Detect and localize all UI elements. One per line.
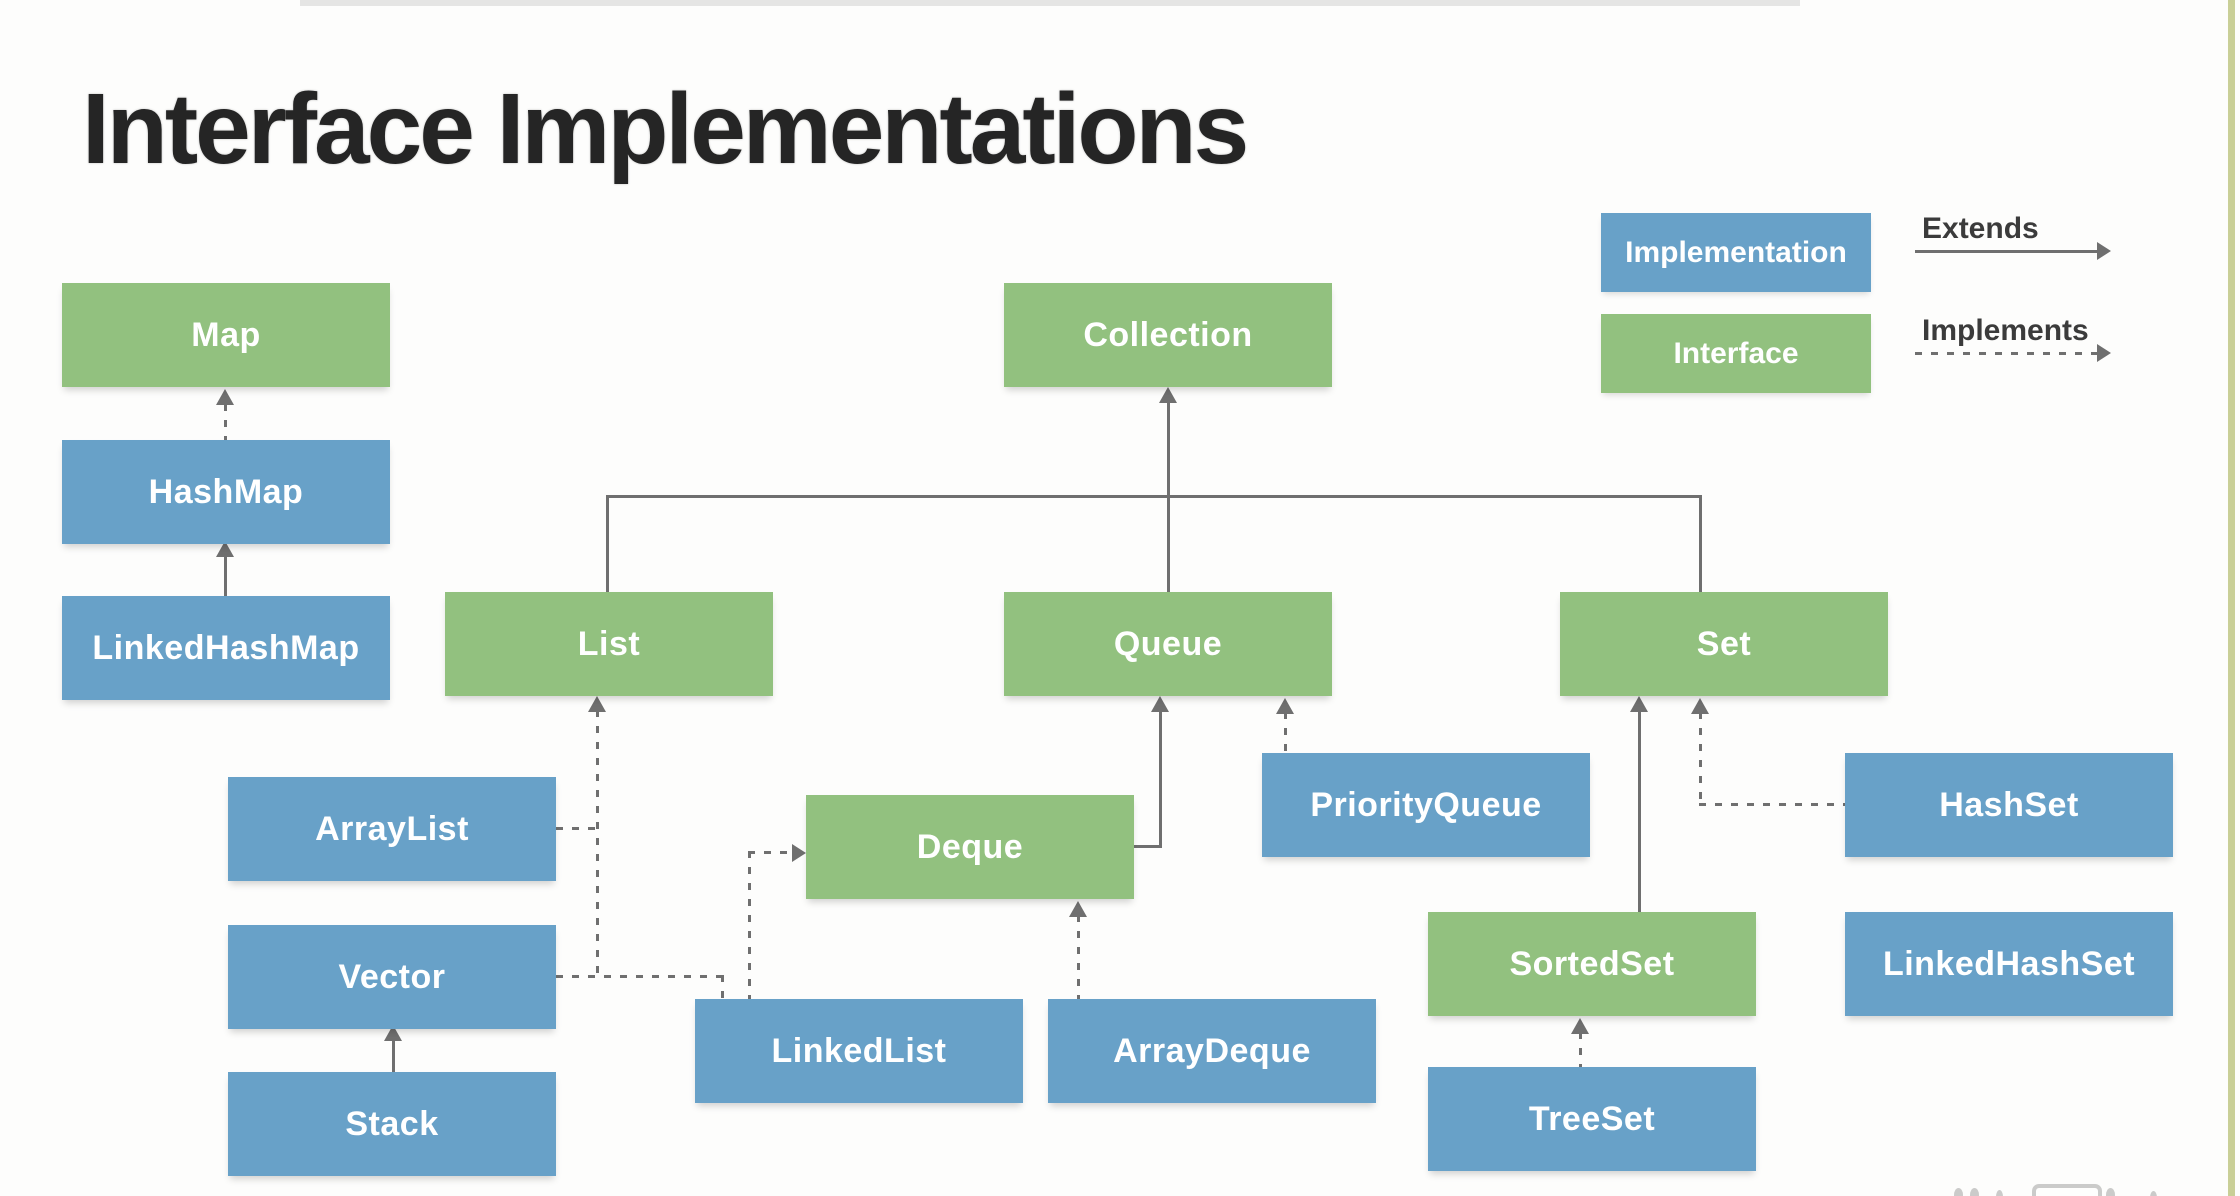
edge-set-extends-collection <box>1699 495 1702 592</box>
node-map: Map <box>62 283 390 387</box>
edge-hashset-implements-set-vertical <box>1699 712 1702 806</box>
top-edge-artifact <box>300 0 1800 6</box>
legend-interface-box: Interface <box>1601 314 1871 393</box>
edge-list-extends-collection <box>606 495 609 592</box>
edge-vector-linkedlist-implements-list <box>556 975 724 978</box>
arrowhead-into-set-dashed-icon <box>1691 698 1709 714</box>
legend-implements-arrowhead-icon <box>2097 344 2111 362</box>
arrowhead-into-deque-bottom-icon <box>1069 901 1087 917</box>
node-arraylist: ArrayList <box>228 777 556 881</box>
node-arraydeque: ArrayDeque <box>1048 999 1376 1103</box>
legend-extends-label: Extends <box>1922 212 2039 245</box>
edge-arraydeque-implements-deque <box>1077 915 1080 999</box>
page-title: Interface Implementations <box>82 73 1249 185</box>
node-hashmap: HashMap <box>62 440 390 544</box>
arrowhead-into-queue-dashed-icon <box>1276 698 1294 714</box>
edge-treeset-implements-sortedset <box>1579 1032 1582 1067</box>
arrowhead-into-hashmap-icon <box>216 541 234 557</box>
node-collection: Collection <box>1004 283 1332 387</box>
watermark-dot-icon <box>1996 1190 2003 1196</box>
watermark-dot-icon <box>1954 1188 1963 1196</box>
node-deque: Deque <box>806 795 1134 899</box>
arrowhead-into-set-solid-icon <box>1630 696 1648 712</box>
node-set: Set <box>1560 592 1888 696</box>
arrowhead-into-sortedset-icon <box>1571 1018 1589 1034</box>
legend-extends-arrowhead-icon <box>2097 242 2111 260</box>
arrowhead-into-deque-left-icon <box>792 844 806 862</box>
edge-priorityqueue-implements-queue <box>1284 712 1287 753</box>
edge-linkedlist-implements-deque-horizontal <box>748 851 792 854</box>
arrowhead-into-map-icon <box>216 389 234 405</box>
node-sortedset: SortedSet <box>1428 912 1756 1016</box>
edge-queue-extends-collection <box>1167 402 1170 592</box>
edge-linkedhashmap-extends-hashmap <box>224 556 227 596</box>
edge-collection-children-bus <box>606 495 1702 498</box>
node-queue: Queue <box>1004 592 1332 696</box>
arrowhead-into-queue-solid-icon <box>1151 696 1169 712</box>
node-linkedhashset: LinkedHashSet <box>1845 912 2173 1016</box>
arrowhead-into-list-icon <box>588 696 606 712</box>
edge-hashmap-implements-map <box>224 404 227 440</box>
edge-arraylist-implements-list <box>556 827 596 830</box>
edge-deque-extends-queue-vertical <box>1159 710 1162 848</box>
watermark-dot-icon <box>1970 1188 1979 1196</box>
node-linkedlist: LinkedList <box>695 999 1023 1103</box>
edge-deque-extends-queue-horizontal <box>1134 845 1162 848</box>
edge-sortedset-extends-set <box>1638 710 1641 912</box>
node-linkedhashmap: LinkedHashMap <box>62 596 390 700</box>
edge-stack-extends-vector <box>392 1040 395 1072</box>
edge-list-implementations-bus <box>596 710 599 977</box>
node-priorityqueue: PriorityQueue <box>1262 753 1590 857</box>
node-list: List <box>445 592 773 696</box>
watermark-logo <box>1940 1178 2180 1196</box>
node-hashset: HashSet <box>1845 753 2173 857</box>
legend-implementation-box: Implementation <box>1601 213 1871 292</box>
watermark-dot-icon <box>2150 1191 2157 1196</box>
node-vector: Vector <box>228 925 556 1029</box>
right-edge-accent-line <box>2228 0 2235 1196</box>
legend-extends-arrow-line <box>1915 250 2097 253</box>
edge-linkedlist-implements-deque-vertical <box>748 851 751 999</box>
arrowhead-into-vector-icon <box>384 1025 402 1041</box>
watermark-dot-icon <box>2106 1188 2115 1196</box>
node-treeset: TreeSet <box>1428 1067 1756 1171</box>
node-stack: Stack <box>228 1072 556 1176</box>
legend-implements-arrow-line <box>1915 352 2097 355</box>
edge-hashset-implements-set-horizontal <box>1699 803 1845 806</box>
watermark-frame-icon <box>2032 1184 2102 1196</box>
arrowhead-into-collection-icon <box>1159 387 1177 403</box>
edge-linkedlist-bus-drop <box>721 975 724 999</box>
legend-implements-label: Implements <box>1922 314 2089 347</box>
